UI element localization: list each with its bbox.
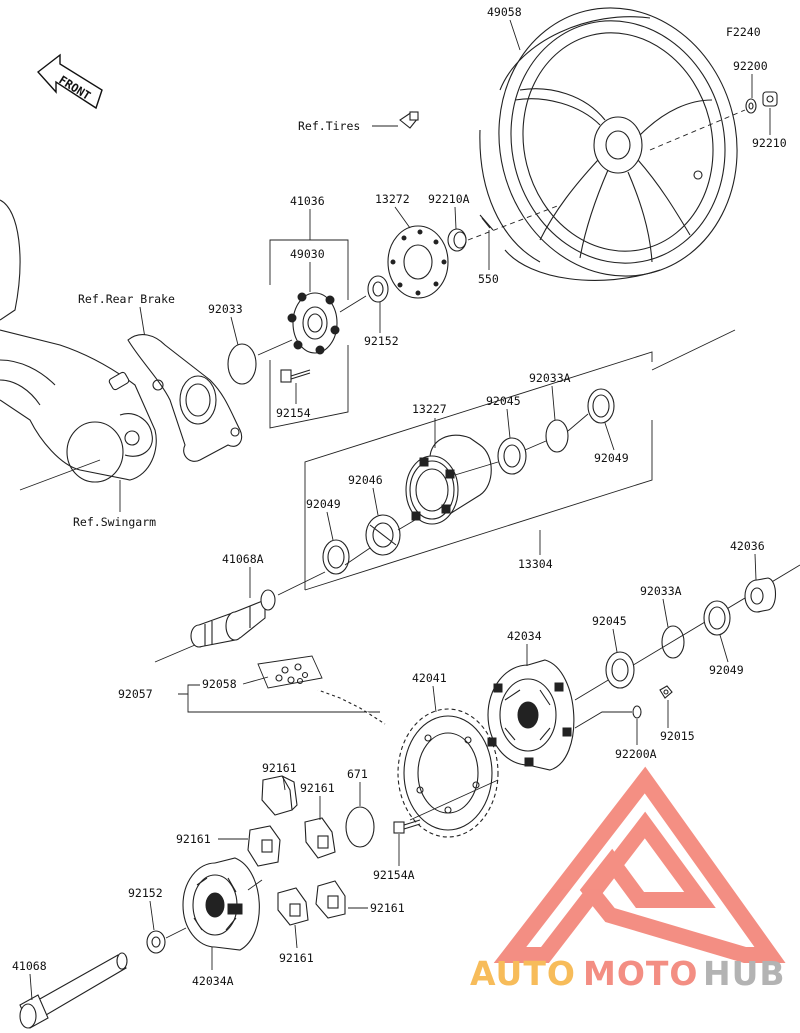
nut-92210 bbox=[762, 91, 778, 107]
label-42034: 42034 bbox=[507, 629, 542, 643]
label-92045-top: 92045 bbox=[486, 394, 521, 408]
o-ring-671 bbox=[345, 806, 375, 848]
washer-92200A bbox=[632, 705, 642, 719]
label-49030: 49030 bbox=[290, 247, 325, 261]
damper-92161-e bbox=[315, 880, 346, 919]
label-92161-c: 92161 bbox=[300, 781, 335, 795]
label-13227: 13227 bbox=[412, 402, 447, 416]
flange-49030 bbox=[287, 292, 340, 355]
ref-swingarm-label: Ref.Swingarm bbox=[73, 515, 156, 529]
label-92161-b: 92161 bbox=[176, 832, 211, 846]
label-41036: 41036 bbox=[290, 194, 325, 208]
collar-92152-top bbox=[367, 275, 389, 303]
rear-sprocket-42041 bbox=[397, 708, 499, 838]
label-92045-bottom: 92045 bbox=[592, 614, 627, 628]
diagram-code: F2240 bbox=[726, 25, 761, 39]
label-41068A: 41068A bbox=[222, 552, 264, 566]
label-42036: 42036 bbox=[730, 539, 765, 553]
hub-13227 bbox=[405, 434, 492, 525]
nut-92015 bbox=[659, 685, 673, 699]
label-92200: 92200 bbox=[733, 59, 768, 73]
label-92033A-top: 92033A bbox=[529, 371, 571, 385]
watermark-text-hub: HUB bbox=[703, 954, 786, 993]
label-92161-a: 92161 bbox=[262, 761, 297, 775]
watermark-text-moto: MOTO bbox=[583, 954, 698, 993]
label-92033A-bottom: 92033A bbox=[640, 584, 682, 598]
collar-42036 bbox=[744, 577, 777, 613]
front-direction-arrow: FRONT bbox=[36, 53, 103, 110]
damper-92161-d bbox=[277, 887, 309, 926]
automotohub-logo: AUTO MOTO HUB bbox=[470, 766, 786, 993]
label-13304: 13304 bbox=[518, 557, 553, 571]
ref-tires-label: Ref.Tires bbox=[298, 119, 360, 133]
washer-92200 bbox=[745, 98, 757, 114]
label-550: 550 bbox=[478, 272, 499, 286]
circlip-92033A-bottom bbox=[661, 625, 685, 659]
collar-92152-bottom bbox=[146, 930, 166, 954]
circlip-92033-top bbox=[227, 343, 257, 385]
label-92049-left: 92049 bbox=[306, 497, 341, 511]
label-49058: 49058 bbox=[487, 5, 522, 19]
label-92152-bottom: 92152 bbox=[128, 886, 163, 900]
label-42034A: 42034A bbox=[192, 974, 234, 988]
swingarm-reference bbox=[0, 199, 157, 483]
cotter-pin-550 bbox=[479, 214, 494, 231]
damper-92161-c bbox=[304, 817, 336, 859]
label-671: 671 bbox=[347, 767, 368, 781]
bolt-92154 bbox=[280, 369, 311, 383]
rear-axle-41068 bbox=[19, 952, 128, 1029]
bolt-92154A bbox=[393, 819, 421, 834]
plate-13272 bbox=[387, 225, 449, 299]
drive-chain-92057 bbox=[317, 689, 386, 725]
damper-92161-b bbox=[247, 825, 281, 867]
label-13272: 13272 bbox=[375, 192, 410, 206]
coupling-42034A bbox=[182, 857, 260, 951]
tire-valve bbox=[399, 111, 419, 129]
label-41068: 41068 bbox=[12, 959, 47, 973]
rear-brake-bracket bbox=[127, 334, 243, 462]
damper-92161-a bbox=[261, 775, 298, 816]
label-92161-e: 92161 bbox=[370, 901, 405, 915]
seal-92049-bottom bbox=[703, 600, 731, 636]
label-92049-right: 92049 bbox=[594, 451, 629, 465]
watermark-text-auto: AUTO bbox=[470, 954, 576, 993]
nut-92210A bbox=[447, 228, 467, 252]
label-92033-top: 92033 bbox=[208, 302, 243, 316]
label-92057: 92057 bbox=[118, 687, 153, 701]
circlip-92033A-top bbox=[545, 419, 569, 453]
chain-joint-kit-92058 bbox=[257, 655, 323, 689]
label-92154: 92154 bbox=[276, 406, 311, 420]
label-92161-d: 92161 bbox=[279, 951, 314, 965]
label-92210: 92210 bbox=[752, 136, 787, 150]
rear-wheel bbox=[479, 7, 738, 281]
label-92058: 92058 bbox=[202, 677, 237, 691]
label-92015: 92015 bbox=[660, 729, 695, 743]
label-92049-bottom: 92049 bbox=[709, 663, 744, 677]
seal-92049-left bbox=[322, 539, 350, 575]
ref-rear-brake-label: Ref.Rear Brake bbox=[78, 292, 175, 306]
label-92152-top: 92152 bbox=[364, 334, 399, 348]
axle-collar-41068A bbox=[190, 589, 276, 648]
label-92046: 92046 bbox=[348, 473, 383, 487]
sprocket-hub-42034 bbox=[487, 659, 575, 771]
seal-92049-right bbox=[587, 388, 615, 424]
label-92154A: 92154A bbox=[373, 868, 415, 882]
label-92210A: 92210A bbox=[428, 192, 470, 206]
label-42041: 42041 bbox=[412, 671, 447, 685]
bearing-92045-top bbox=[497, 437, 527, 475]
needle-bearing-92046 bbox=[365, 514, 401, 556]
label-92200A: 92200A bbox=[615, 747, 657, 761]
bearing-92045-bottom bbox=[605, 651, 635, 689]
